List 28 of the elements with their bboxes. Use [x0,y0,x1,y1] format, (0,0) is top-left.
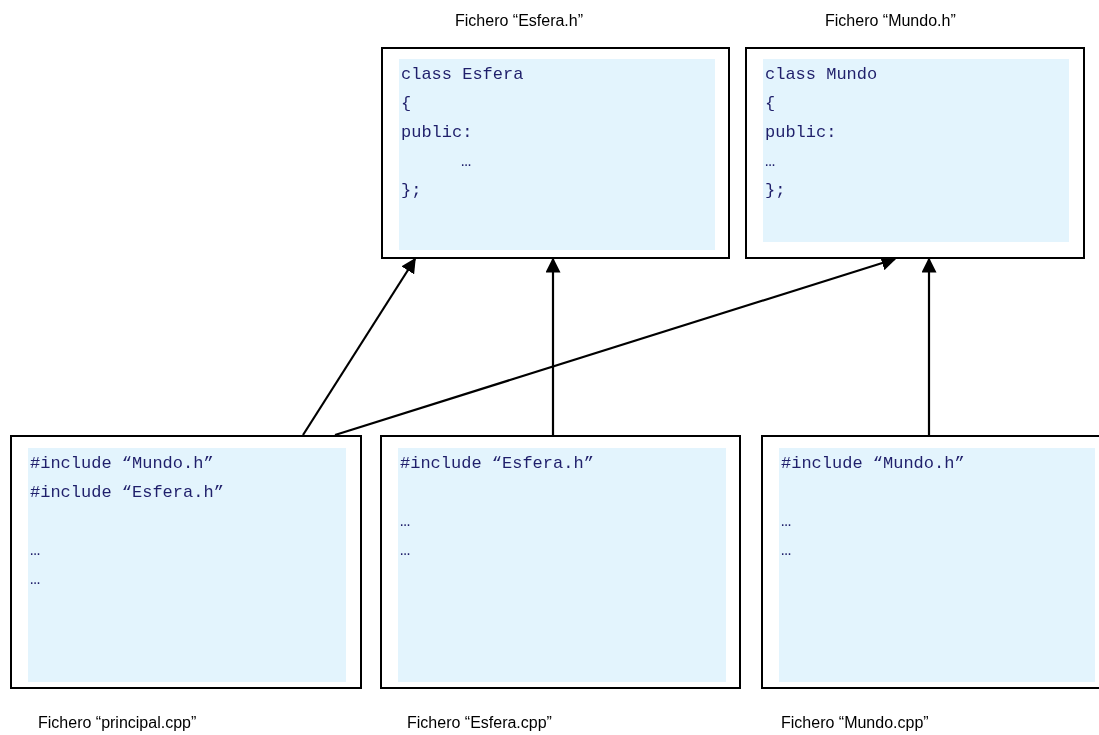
code-line: … [30,540,41,562]
arrow [921,257,937,435]
file-name-caption: Fichero “Esfera.h” [455,12,584,30]
arrow [302,257,416,436]
file-name-caption: Fichero “Mundo.h” [825,12,956,30]
code-line: … [400,540,411,562]
file-name-caption: Fichero “principal.cpp” [38,714,197,732]
code-line: … [400,511,411,533]
code-line: }; [401,180,422,202]
code-line: }; [765,180,786,202]
code-line: class Mundo [765,64,878,86]
code-line: public: [765,122,837,144]
code-line: … [781,540,792,562]
code-line: { [765,93,776,115]
code-line: … [461,151,472,173]
code-line: public: [401,122,473,144]
file-name-caption: Fichero “Mundo.cpp” [781,714,929,732]
code-line: class Esfera [401,64,524,86]
code-line: #include “Mundo.h” [781,453,965,475]
code-line: { [401,93,412,115]
arrow [545,257,561,435]
code-line: … [765,151,776,173]
file-name-caption: Fichero “Esfera.cpp” [407,714,552,732]
code-line: #include “Esfera.h” [30,482,224,504]
code-line: #include “Mundo.h” [30,453,214,475]
code-line: #include “Esfera.h” [400,453,594,475]
code-line: … [781,511,792,533]
code-line: … [30,569,41,591]
